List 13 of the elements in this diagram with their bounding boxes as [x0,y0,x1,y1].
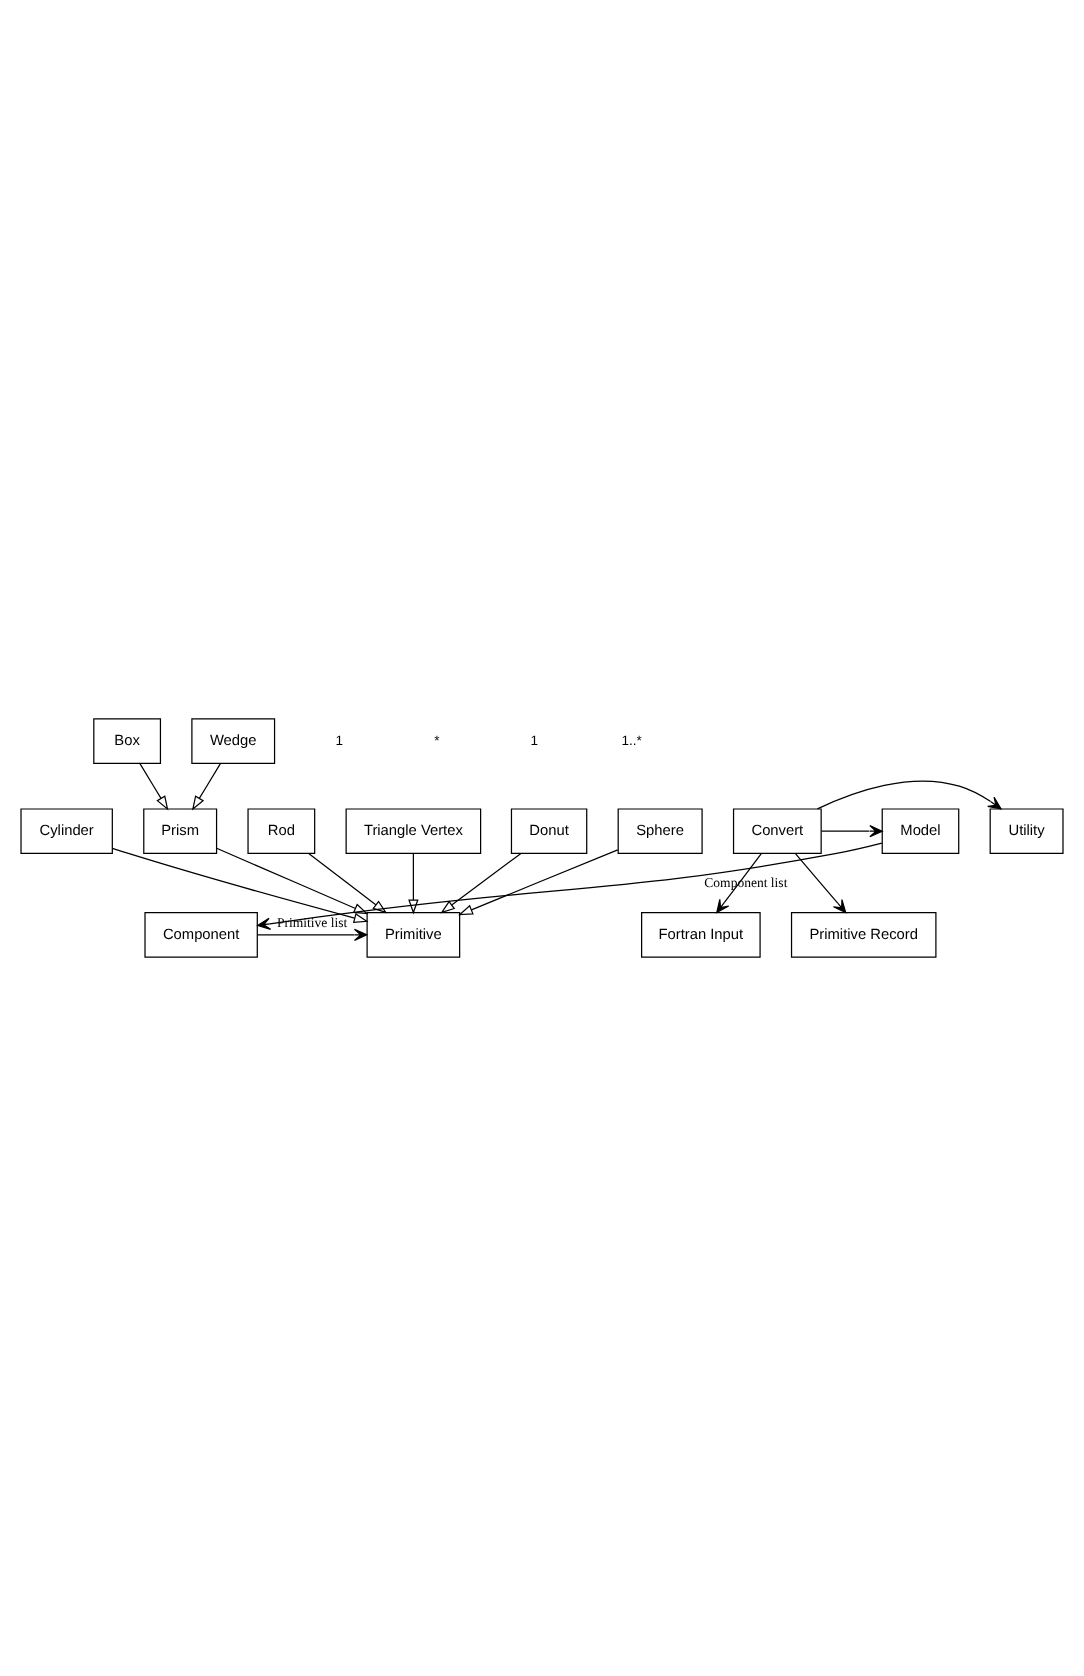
arrow [440,853,522,914]
arrow [308,853,388,914]
arrow [111,847,369,923]
arrow [191,762,221,811]
arrow [256,928,368,942]
arrow [256,842,883,930]
arrow [139,762,169,811]
arrow [408,853,419,915]
arrow [458,849,619,916]
arrow [795,853,847,914]
arrow [816,780,1002,810]
arrow [216,847,369,915]
arrow [820,825,883,838]
